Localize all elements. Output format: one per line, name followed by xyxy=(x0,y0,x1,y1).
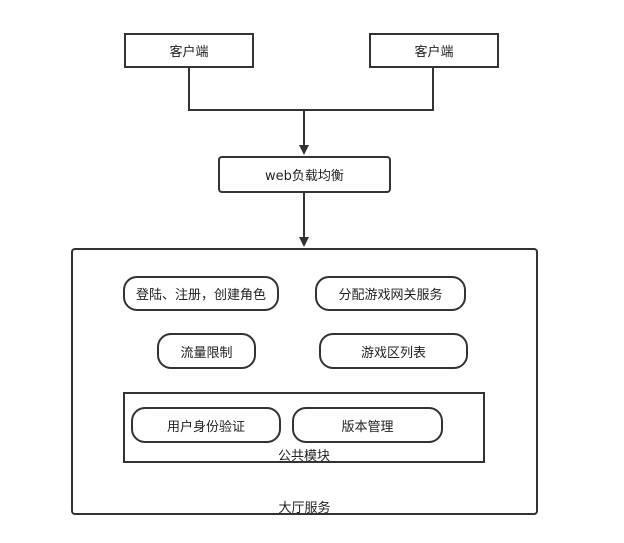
common-module-label: 公共模块 xyxy=(277,449,330,464)
load-balancer-box: web负载均衡 xyxy=(218,156,391,193)
client-box-right: 客户端 xyxy=(369,33,499,68)
module-version-management: 版本管理 xyxy=(292,407,443,443)
client-label: 客户端 xyxy=(169,45,209,60)
client-label: 客户端 xyxy=(414,45,454,60)
feature-gateway-allocation: 分配游戏网关服务 xyxy=(315,276,466,311)
feature-rate-limit: 流量限制 xyxy=(157,333,256,369)
client-box-left: 客户端 xyxy=(124,33,254,68)
feature-zone-list: 游戏区列表 xyxy=(319,333,468,369)
load-balancer-label: web负载均衡 xyxy=(265,169,344,184)
module-user-auth: 用户身份验证 xyxy=(131,407,281,443)
feature-login-register: 登陆、注册，创建角色 xyxy=(123,276,279,311)
connector-client-right xyxy=(304,67,434,111)
hall-service-label: 大厅服务 xyxy=(278,501,331,516)
connector-client-left xyxy=(188,67,304,111)
